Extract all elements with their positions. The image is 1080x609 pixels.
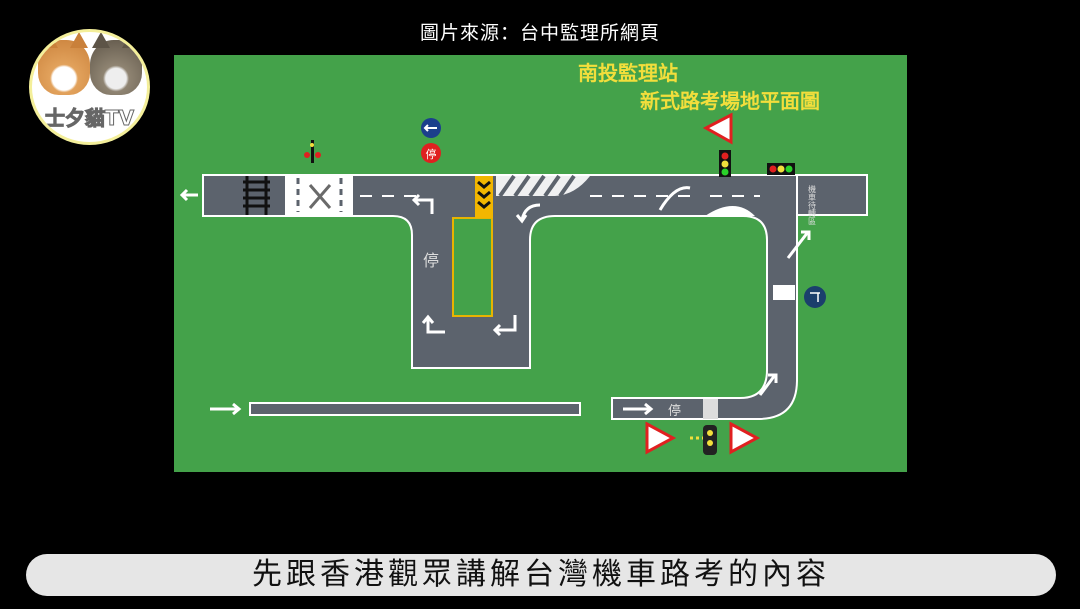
road-arrows <box>179 186 811 416</box>
merge-warning-sign-icon <box>702 112 733 145</box>
curve-warning-sign-icon <box>729 421 761 455</box>
traffic-light-horizontal-icon <box>767 163 795 175</box>
island <box>452 217 493 317</box>
pedestrian-warning-sign-icon <box>645 421 677 455</box>
stop-road-marking-bottom: 停 <box>668 403 681 419</box>
straight-line-lane <box>249 402 581 416</box>
stop-sign-text: 停 <box>426 147 437 161</box>
stop-road-marking: 停 <box>423 251 439 270</box>
railroad-signal-icon <box>304 140 321 163</box>
map-title-line1: 南投監理站 <box>578 61 678 85</box>
cat-tabby-icon <box>90 32 142 95</box>
map-title-line2: 新式路考場地平面圖 <box>640 89 820 113</box>
two-stage-turn-sign-icon <box>804 286 826 308</box>
stop-sign-icon <box>421 143 441 163</box>
channel-logo: 士夕貓TV <box>32 32 147 142</box>
crossing-dashes <box>296 178 343 212</box>
cat-orange-icon <box>38 32 90 95</box>
roads <box>202 174 868 420</box>
flashing-signal-icon <box>690 425 717 455</box>
logo-text: 士夕貓TV <box>44 106 135 131</box>
crosswalk <box>773 285 795 300</box>
source-caption: 圖片來源：台中監理所網頁 <box>419 22 660 44</box>
traffic-light-vertical-icon <box>719 150 731 177</box>
waiting-box-label: 機車待轉區 <box>808 184 817 225</box>
railroad-track-icon <box>243 176 270 215</box>
chevron-icon <box>477 180 491 209</box>
main-road <box>202 174 798 420</box>
motorcycle-waiting-box <box>796 174 868 216</box>
hatched-corner <box>705 206 755 216</box>
crosswalk-bottom <box>703 399 718 419</box>
x-mark <box>308 184 332 209</box>
video-subtitle: 先跟香港觀眾講解台灣機車路考的內容 <box>26 554 1056 596</box>
